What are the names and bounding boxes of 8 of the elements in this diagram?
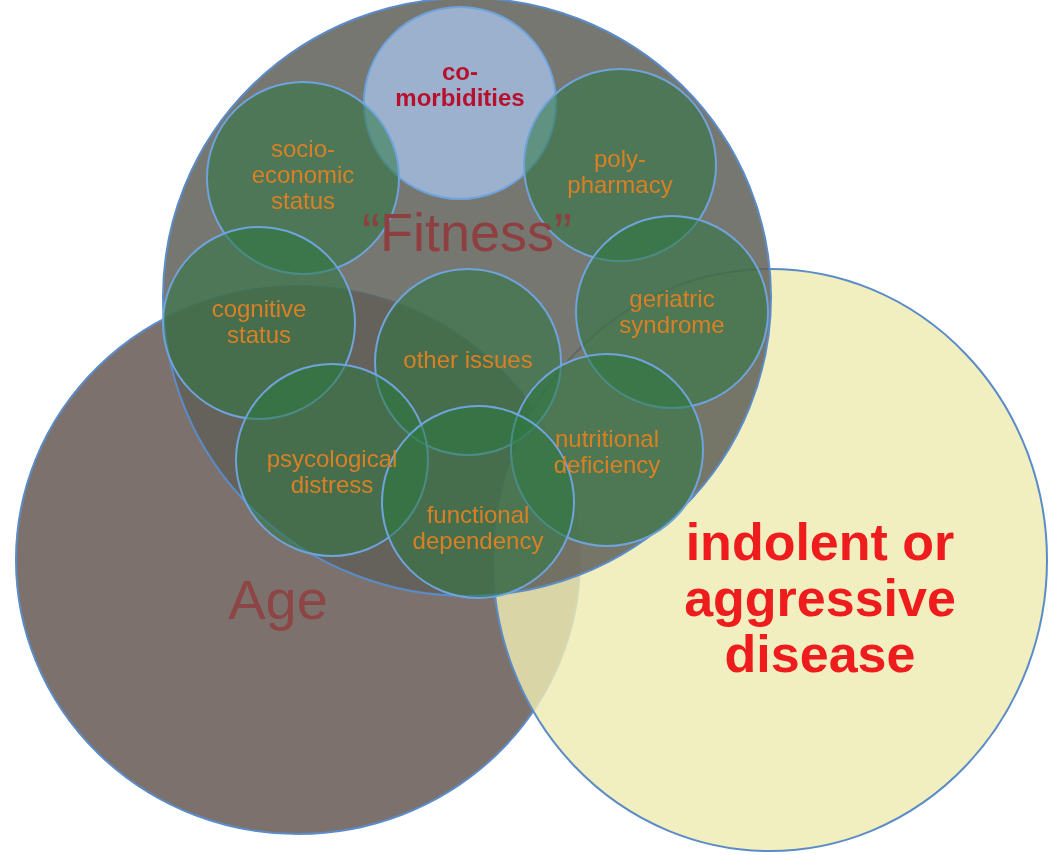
circle-label: geriatric syndrome <box>618 286 726 338</box>
circle-label: other issues <box>402 347 534 373</box>
circle-label: cognitive status <box>210 296 308 348</box>
circle-label: socio- economic status <box>250 136 356 214</box>
circle-label: indolent or aggressive disease <box>683 513 957 683</box>
circle-label: poly- pharmacy <box>566 146 674 198</box>
circle-label: functional dependency <box>411 502 545 554</box>
circle-label: co- morbidities <box>394 59 526 111</box>
